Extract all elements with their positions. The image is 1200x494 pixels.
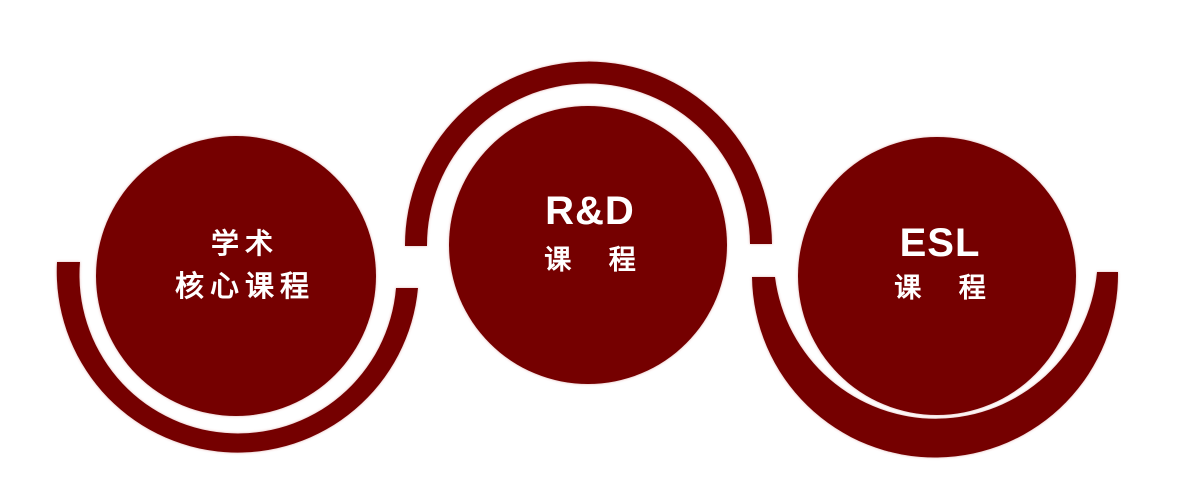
label-line-2: 核心课程 [174, 269, 316, 303]
circle-academic-core [96, 136, 376, 416]
label-r-and-d: R&D 课 程 [530, 189, 649, 277]
label-esl: ESL 课 程 [880, 221, 999, 305]
circle-r-and-d [449, 106, 727, 384]
left-outer-arc [56, 262, 419, 453]
label-line-2: 课 程 [544, 245, 650, 276]
label-line-1: 学术 [210, 227, 280, 260]
circle-esl [798, 137, 1076, 415]
label-line-1: R&D [545, 189, 635, 233]
label-line-1: ESL [899, 221, 981, 265]
label-line-2: 课 程 [894, 273, 1000, 304]
label-academic-core: 学术 核心课程 [169, 227, 315, 303]
right-outer-arc [752, 272, 1119, 458]
middle-outer-arc [404, 61, 772, 246]
